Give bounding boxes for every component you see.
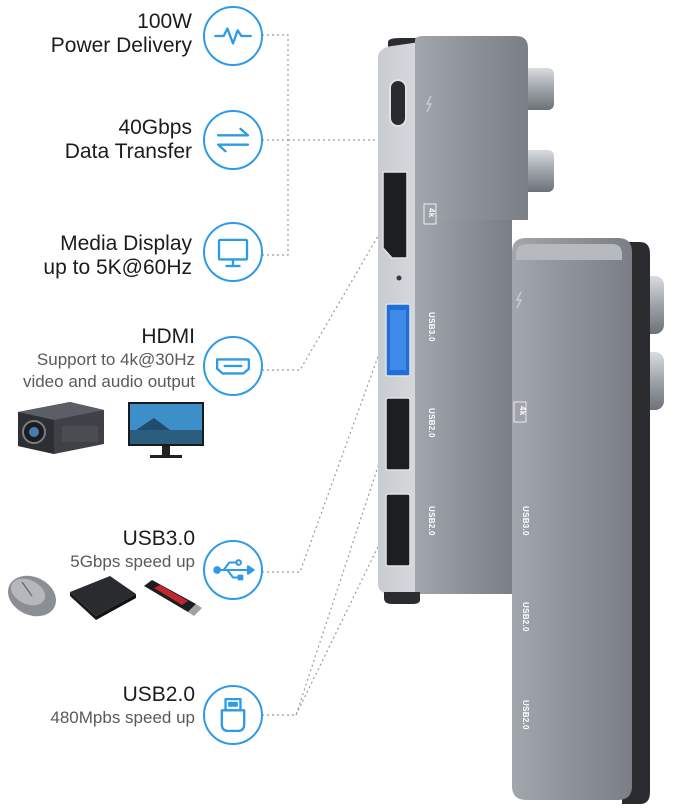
hub-body xyxy=(415,36,528,220)
connector-line-usb2b xyxy=(295,517,393,716)
led-indicator xyxy=(396,275,402,281)
monitor-image xyxy=(128,402,204,458)
hard-drive-image xyxy=(70,576,136,620)
port-label-usb2: USB2.0 xyxy=(521,602,530,632)
feature-subtitle-line: Support to 4k@30Hz xyxy=(36,350,195,369)
port-label-4k: 4k xyxy=(518,406,527,416)
usb-icon xyxy=(203,540,263,600)
usb-connector-icon xyxy=(203,685,263,745)
mouse-image xyxy=(7,575,57,617)
connector-line-display xyxy=(262,140,289,256)
flash-drive-image xyxy=(144,580,202,616)
feature-media-display: Media Display up to 5K@60Hz xyxy=(20,232,192,280)
feature-title-line: Media Display xyxy=(60,232,192,255)
data-transfer-icon xyxy=(203,110,263,170)
monitor-icon xyxy=(203,222,263,282)
hub-back-body xyxy=(512,238,632,800)
feature-power-delivery: 100W Power Delivery xyxy=(20,10,192,58)
port-label-usb3: USB3.0 xyxy=(427,312,436,342)
usb-c-plug xyxy=(520,150,554,192)
feature-title-line: USB3.0 xyxy=(122,527,195,550)
usb2-port xyxy=(385,397,411,471)
hdmi-icon xyxy=(203,336,263,396)
usb-c-plug xyxy=(520,68,554,110)
feature-title-line: 100W xyxy=(137,10,192,33)
feature-title-line: up to 5K@60Hz xyxy=(43,256,192,279)
port-label-usb2: USB2.0 xyxy=(427,506,436,536)
feature-subtitle-line: video and audio output xyxy=(22,372,195,391)
feature-usb3: USB3.0 5Gbps speed up xyxy=(20,527,195,573)
feature-subtitle-line: 5Gbps speed up xyxy=(70,552,195,571)
power-delivery-icon xyxy=(203,6,263,66)
4k-mark xyxy=(513,401,527,423)
4k-mark xyxy=(423,203,437,225)
usb2-port xyxy=(385,493,411,567)
connector-line-usb2a xyxy=(262,423,393,716)
feature-title-line: Power Delivery xyxy=(50,34,192,57)
port-label-usb2: USB2.0 xyxy=(427,408,436,438)
hdmi-port xyxy=(382,171,408,259)
usb-c-port xyxy=(389,79,407,127)
port-label-usb2: USB2.0 xyxy=(521,700,530,730)
feature-title-line: USB2.0 xyxy=(122,683,195,706)
feature-subtitle-line: 480Mpbs speed up xyxy=(50,708,195,727)
projector-image xyxy=(18,402,104,454)
port-label-usb3: USB3.0 xyxy=(521,506,530,536)
lightning-mark xyxy=(425,95,433,113)
feature-hdmi: HDMI Support to 4k@30Hz video and audio … xyxy=(0,325,195,393)
feature-title-line: HDMI xyxy=(141,325,195,348)
port-label-4k: 4k xyxy=(427,208,436,218)
feature-title-line: Data Transfer xyxy=(64,140,192,163)
feature-title-line: 40Gbps xyxy=(118,116,192,139)
lightning-mark xyxy=(515,291,523,309)
feature-data-transfer: 40Gbps Data Transfer xyxy=(20,116,192,164)
feature-usb2: USB2.0 480Mpbs speed up xyxy=(20,683,195,729)
